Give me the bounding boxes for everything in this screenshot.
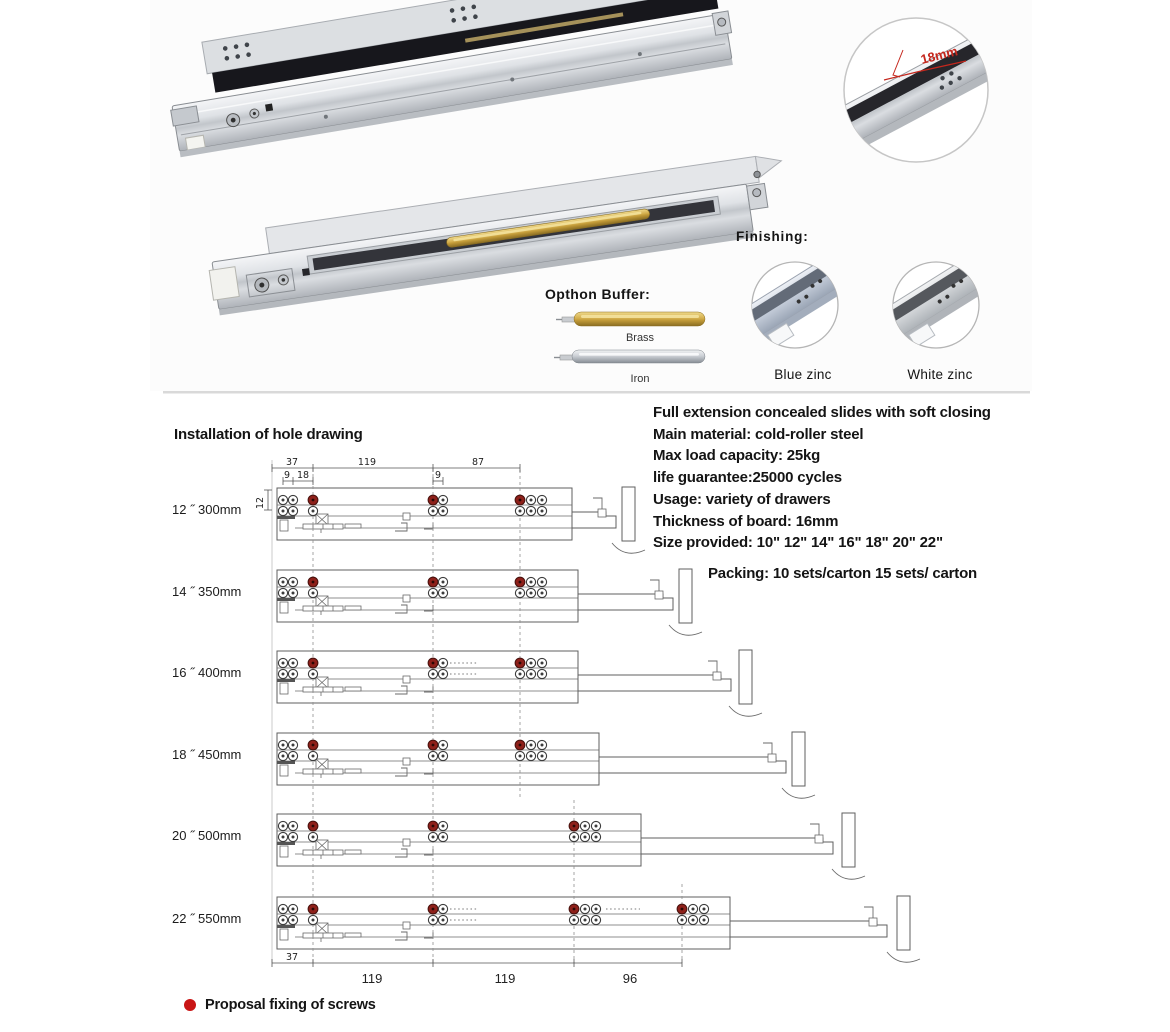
buffer-option-iron: Iron bbox=[630, 373, 650, 385]
legend: Proposal fixing of screws bbox=[184, 997, 376, 1013]
slide-photo-lower bbox=[208, 155, 783, 316]
dim-label: 12 bbox=[255, 497, 266, 509]
row-size-label: 18 ˝ 450mm bbox=[172, 747, 242, 762]
rear-post bbox=[738, 649, 753, 705]
rail-row bbox=[276, 486, 646, 554]
row-size-label: 22 ˝ 550mm bbox=[172, 911, 242, 926]
spec-line: Thickness of board: 16mm bbox=[653, 512, 839, 530]
finishing-title: Finishing: bbox=[736, 229, 809, 244]
buffer-iron-rod bbox=[554, 349, 706, 364]
rail-row bbox=[276, 895, 921, 963]
spec-line: Main material: cold-roller steel bbox=[653, 425, 864, 443]
packing-info: Packing: 10 sets/carton 15 sets/ carton bbox=[708, 565, 977, 582]
detail-circle-18mm: 18mm bbox=[843, 17, 989, 163]
spec-line: Usage: variety of drawers bbox=[653, 490, 831, 508]
installation-hole-drawing: 37 119 87 9 18 9 12 37 119 119 96 bbox=[255, 457, 921, 986]
mount-hook bbox=[650, 579, 660, 591]
rails bbox=[276, 486, 921, 963]
rear-post bbox=[896, 895, 911, 951]
hole-groups bbox=[277, 494, 710, 926]
slide-photo-upper bbox=[170, 0, 733, 158]
dim-label: 9 bbox=[284, 470, 290, 481]
rail-row bbox=[276, 812, 866, 880]
dim-label: 96 bbox=[623, 971, 637, 986]
rear-post bbox=[791, 731, 806, 787]
row-size-label: 12 ˝ 300mm bbox=[172, 502, 242, 517]
mount-hook bbox=[593, 497, 603, 509]
construction-lines bbox=[312, 468, 683, 963]
mount-hook bbox=[864, 906, 874, 918]
rear-post bbox=[621, 486, 636, 542]
row-size-label: 20 ˝ 500mm bbox=[172, 828, 242, 843]
mount-hook bbox=[763, 742, 773, 754]
dim-label: 119 bbox=[358, 457, 376, 468]
buffer-option-brass: Brass bbox=[625, 332, 655, 344]
dimensions: 37 119 87 9 18 9 12 37 119 119 96 bbox=[255, 457, 683, 986]
dim-label: 87 bbox=[472, 457, 484, 468]
spec-line: Size provided: 10" 12" 14" 16" 18" 20" 2… bbox=[653, 534, 943, 552]
mount-hook bbox=[708, 660, 718, 672]
buffer-brass-rod bbox=[556, 311, 706, 327]
legend-text: Proposal fixing of screws bbox=[205, 997, 376, 1013]
spec-line: life guarantee:25000 cycles bbox=[653, 469, 842, 487]
dim-label: 37 bbox=[286, 952, 298, 963]
rear-post bbox=[678, 568, 693, 624]
spec-list: Full extension concealed slides with sof… bbox=[653, 402, 991, 554]
row-size-label: 16 ˝ 400mm bbox=[172, 665, 242, 680]
row-size-label: 14 ˝ 350mm bbox=[172, 584, 242, 599]
finishing-option-white-zinc: White zinc bbox=[907, 367, 973, 382]
dim-label: 37 bbox=[286, 457, 298, 468]
mount-hook bbox=[810, 823, 820, 835]
dim-label: 18 bbox=[297, 470, 309, 481]
spec-line: Max load capacity: 25kg bbox=[653, 447, 821, 465]
dim-label: 119 bbox=[495, 971, 516, 986]
rear-post bbox=[841, 812, 856, 868]
drawing-title: Installation of hole drawing bbox=[174, 426, 363, 443]
buffer-title: Opthon Buffer: bbox=[545, 286, 651, 302]
spec-line: Full extension concealed slides with sof… bbox=[653, 404, 991, 421]
section-divider bbox=[163, 391, 1030, 394]
dim-label: 119 bbox=[362, 971, 383, 986]
rail-row bbox=[276, 568, 703, 636]
finishing-option-blue-zinc: Blue zinc bbox=[774, 367, 832, 382]
dim-label: 9 bbox=[435, 470, 441, 481]
screw-dot-icon bbox=[184, 999, 196, 1011]
